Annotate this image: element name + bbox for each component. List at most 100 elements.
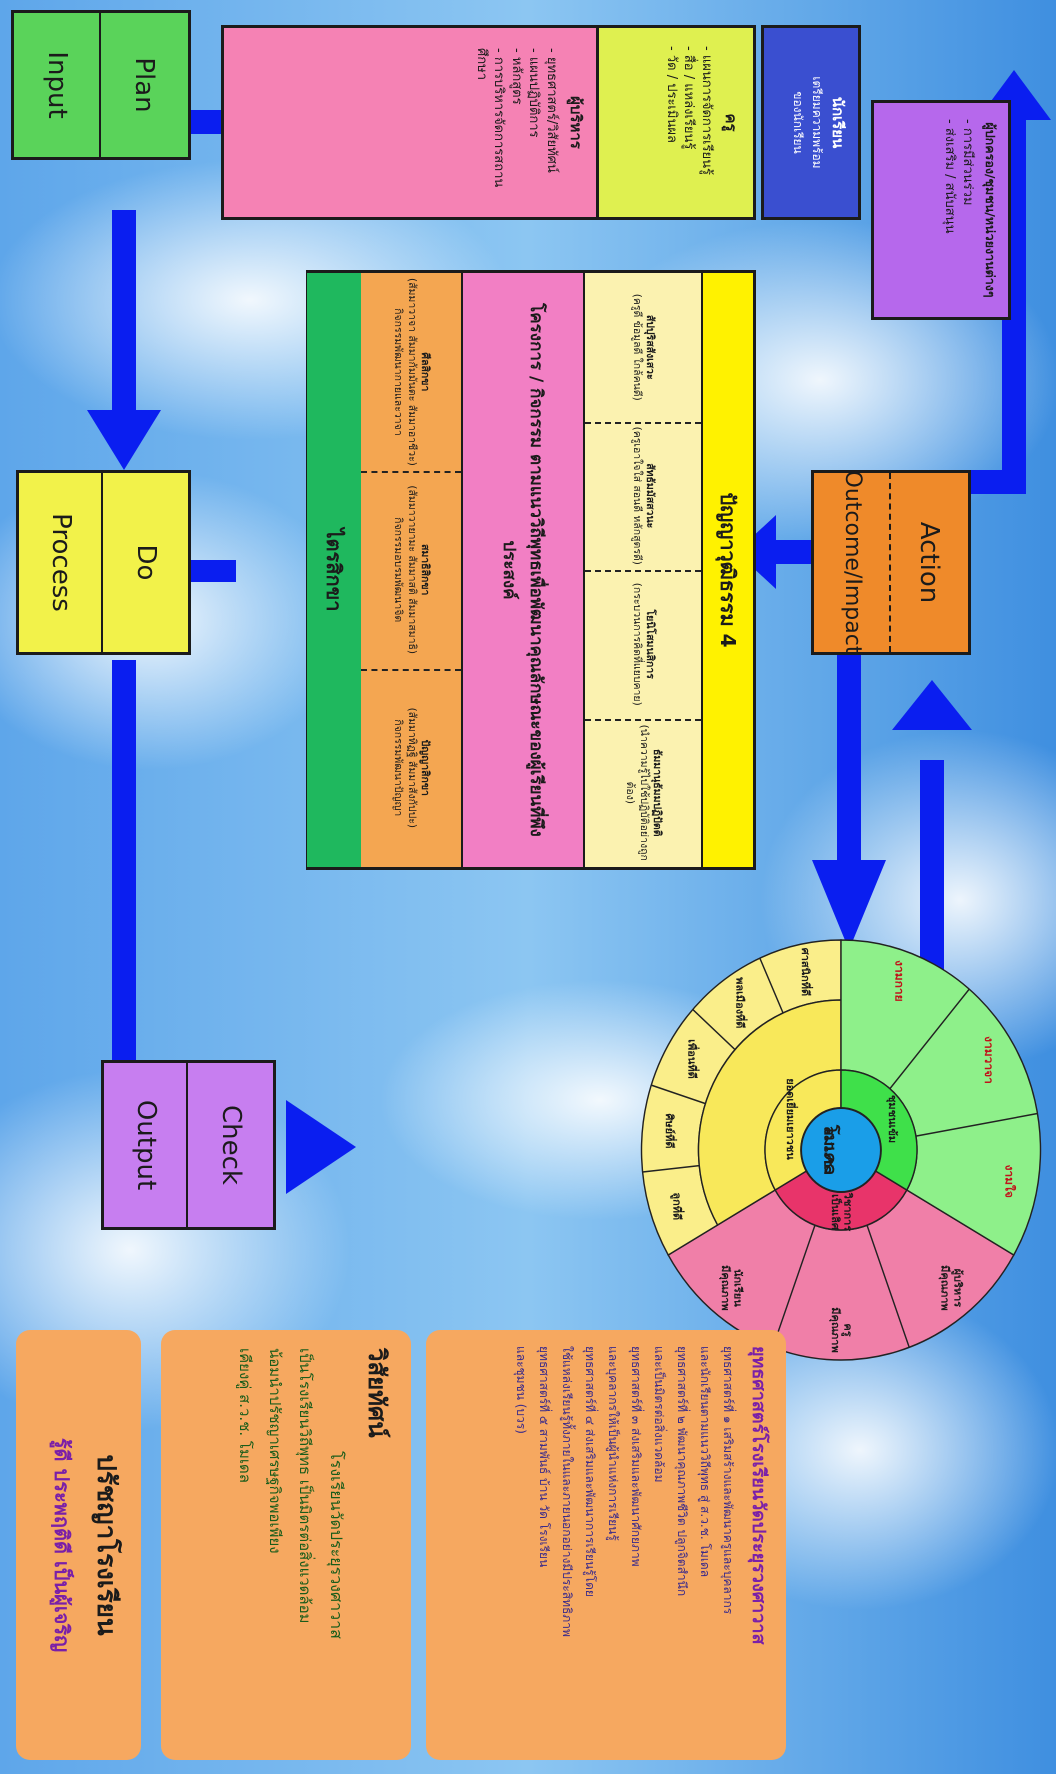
outcome-label: Outcome/Impact <box>840 470 865 655</box>
strategy-line: และเป็นมิตรต่อสิ่งแวดล้อม <box>652 1346 666 1483</box>
wheel-middle-label: งามวาจา <box>983 1036 997 1084</box>
admin-item: - หลักสูตร <box>508 48 524 105</box>
panna-row: สัปปุริสสังเสวะ (ครูดี ข้อมูลดี ใกล้คนดี… <box>583 273 703 867</box>
vision-line: เคียงคู่ ส.ว.ช. โมเดล <box>236 1348 254 1483</box>
check-output-box: Check Output <box>101 1060 276 1230</box>
trisikkha-desc: (สัมมาวายามะ สัมมาสติ สัมมาสมาธิ) <box>405 485 418 654</box>
wheel-center-line2: โมเดล <box>820 1124 841 1175</box>
vision-line: น้อมนำปรัชญาเศรษฐกิจพอเพียง <box>266 1348 284 1554</box>
action-outcome-box: Action Outcome/Impact <box>811 470 971 655</box>
philosophy-title: ปรัชญาโรงเรียน <box>91 1454 121 1636</box>
wheel-divider <box>772 1224 816 1348</box>
wheel-outer-label: พลเมืองที่ดี <box>734 977 749 1028</box>
panna-footer-label: ปัญญาวุฒิธรรม 4 <box>716 492 740 648</box>
arrow-action-to-wheel <box>837 640 861 870</box>
community-item: - ส่งเสริม / สนับสนุน <box>942 119 958 234</box>
vision-title: วิสัยทัศน์ <box>363 1348 391 1438</box>
philosophy-box: ปรัชญาโรงเรียน รู้ดี ประพฤติดี เป็นผู้เจ… <box>16 1330 141 1760</box>
arrow-wheel-to-action-head <box>892 680 972 730</box>
philosophy-text: รู้ดี ประพฤติดี เป็นผู้เจริญ <box>50 1437 74 1653</box>
arrow-process-to-trisikkha <box>176 560 236 582</box>
strategy-title: ยุทธศาสตร์โรงเรียนวัดประยุรวงศาวาส <box>748 1346 769 1645</box>
wheel-divider <box>759 957 784 1014</box>
arrow-action-to-wheel-head <box>812 860 886 950</box>
vision-box: วิสัยทัศน์ โรงเรียนวัดประยุรวงศาวาส เป็น… <box>161 1330 411 1760</box>
wheel-outer-label: ศาสนิกที่ดี <box>799 948 814 996</box>
action-label: Action <box>914 521 945 604</box>
trisikkha-name: ศีลสิกขา <box>418 352 431 392</box>
admin-title: ผู้บริหาร <box>567 96 585 149</box>
check-label: Check <box>215 1105 246 1185</box>
admin-item: - ยุทธศาสตร์/วิสัยทัศน์ <box>544 48 559 173</box>
trisikkha-samadhi: สมาธิสิกขา (สัมมาวายามะ สัมมาสติ สัมมาสม… <box>361 471 461 669</box>
trisikkha-header-label: ไตรสิกขา <box>322 528 346 612</box>
panna-desc: (ครูดี ข้อมูลดี ใกล้คนดี) <box>631 293 643 401</box>
process-framework: ไตรสิกขา ศีลสิกขา (สัมมาวาจา สัมมากัมมัน… <box>306 270 756 870</box>
teacher-item: - สื่อ / แหล่งเรียนรู้ <box>681 46 697 150</box>
teacher-list: - แผนการจัดการเรียนรู้ - สื่อ / แหล่งเรี… <box>662 40 715 205</box>
wheel-outer-label: ลูกที่ดี <box>670 1192 686 1220</box>
trisikkha-name: ปัญญาสิกขา <box>418 739 431 796</box>
arrow-plan-to-do-head <box>87 410 161 470</box>
community-list: - การมีส่วนร่วม - ส่งเสริม / สนับสนุน <box>941 113 976 307</box>
wheel-inner-label: ชุมชนเข้ม <box>885 1095 899 1143</box>
vision-line: เป็นโรงเรียนวิถีพุทธ เป็นมิตรต่อสิ่งแวดล… <box>296 1348 314 1624</box>
process-label: Process <box>46 513 77 612</box>
arrow-action-to-panna <box>766 540 816 564</box>
panna-name: ธัมมานุธัมมปฏิปัตติ <box>650 748 663 837</box>
wheel-divider <box>889 988 970 1090</box>
panna-cell-2: สัทธัมมัสสวนะ (ครูเอาใจใส่ สอนดี หลักสูต… <box>585 422 701 571</box>
student-box: นักเรียน เตรียมความพร้อม ของนักเรียน <box>761 25 861 220</box>
strategy-line: ยุทธศาสตร์ที่ ๑ เสริมสร้างและพัฒนาครูและ… <box>721 1346 735 1615</box>
trisikkha-activity: กิจกรรมพัฒนากายและวาจา <box>392 308 405 436</box>
strategy-line: และบุคลากรให้เป็นผู้นำแห่งการเรียนรู้ <box>606 1346 620 1541</box>
wheel-center-line1: ส.ว.ช. <box>821 1126 839 1174</box>
projects-band: โครงการ / กิจกรรม ตามแนววิถีพุทธเพื่อพัฒ… <box>463 273 583 867</box>
trisikkha-row: ศีลสิกขา (สัมมาวาจา สัมมากัมมันตะ สัมมาอ… <box>361 273 463 867</box>
vision-line: โรงเรียนวัดประยุรวงศาวาส <box>327 1451 346 1639</box>
teacher-item: - วัด / ประเมินผล <box>663 46 679 143</box>
strategy-box: ยุทธศาสตร์โรงเรียนวัดประยุรวงศาวาส ยุทธศ… <box>426 1330 786 1760</box>
student-line: ของนักเรียน <box>791 91 805 154</box>
trisikkha-header: ไตรสิกขา <box>307 273 363 867</box>
input-label: Input <box>42 51 73 119</box>
strategy-line: และชุมชน (บวร) <box>514 1346 528 1434</box>
strategy-line: และนักเรียนตามแนววิถีพุทธ สู่ ส.ว.ช. โมเ… <box>698 1346 712 1578</box>
teacher-box: ครู - แผนการจัดการเรียนรู้ - สื่อ / แหล่… <box>596 25 756 220</box>
community-title: ผู้ปกครอง/ชุมชน/หน่วยงานต่างๆ <box>983 122 998 298</box>
wheel-outer-label: เพื่อนที่ดี <box>685 1039 700 1079</box>
admin-list: - ยุทธศาสตร์/วิสัยทัศน์ - แผนปฏิบัติการ … <box>472 42 560 203</box>
wheel-divider <box>866 1224 910 1348</box>
community-item: - การมีส่วนร่วม <box>960 119 975 206</box>
wheel-middle-label: นักเรียนมีคุณภาพ <box>718 1265 744 1310</box>
teacher-title: ครู <box>722 113 740 132</box>
do-label: Do <box>130 544 161 581</box>
strategy-line: ยุทธศาสตร์ที่ ๔ ส่งเสริมและพัฒนาการเรียน… <box>583 1346 597 1597</box>
wheel-inner-label: วิชาการเป็นเลิศ <box>829 1192 854 1232</box>
arrow-check-to-wheel-head <box>286 1100 356 1194</box>
wheel-inner-label: ยอดเยี่ยมเยาวชน <box>784 1078 799 1160</box>
admin-item: - แผนปฏิบัติการ <box>526 48 542 138</box>
panna-name: โยนิโสมนสิการ <box>644 609 657 679</box>
plan-input-box: Plan Input <box>11 10 191 160</box>
projects-label: โครงการ / กิจกรรม ตามแนววิถีพุทธเพื่อพัฒ… <box>499 303 546 837</box>
arrow-plan-to-do <box>112 210 136 420</box>
panna-desc: (ครูเอาใจใส่ สอนดี หลักสูตรดี) <box>631 426 643 565</box>
trisikkha-sila: ศีลสิกขา (สัมมาวาจา สัมมากัมมันตะ สัมมาอ… <box>361 273 461 471</box>
trisikkha-activity: กิจกรรมอบรมพัฒนาจิต <box>392 517 405 623</box>
panna-cell-4: ธัมมานุธัมมปฏิปัตติ (นำความรู้ไปใช้ปฏิบั… <box>585 719 701 868</box>
plan-label: Plan <box>129 57 160 113</box>
wheel-middle-label: ผู้บริหารมีคุณภาพ <box>938 1265 964 1310</box>
student-line: เตรียมความพร้อม <box>810 76 824 169</box>
panna-name: สัทธัมมัสสวนะ <box>644 463 657 529</box>
trisikkha-name: สมาธิสิกขา <box>418 543 431 596</box>
student-title: นักเรียน <box>829 96 847 149</box>
wheel-middle-label: งามกาย <box>893 960 907 1002</box>
panna-desc: (นำความรู้ไปใช้ปฏิบัติอย่างถูกต้อง) <box>624 724 650 861</box>
panna-cell-1: สัปปุริสสังเสวะ (ครูดี ข้อมูลดี ใกล้คนดี… <box>585 273 701 422</box>
wheel-middle-label: งามใจ <box>1003 1165 1018 1199</box>
output-label: Output <box>131 1099 162 1191</box>
panna-cell-3: โยนิโสมนสิการ (กระบวนการคิดที่แยบคาย) <box>585 570 701 719</box>
wheel-outer-label: ศิษย์ที่ดี <box>663 1113 678 1148</box>
